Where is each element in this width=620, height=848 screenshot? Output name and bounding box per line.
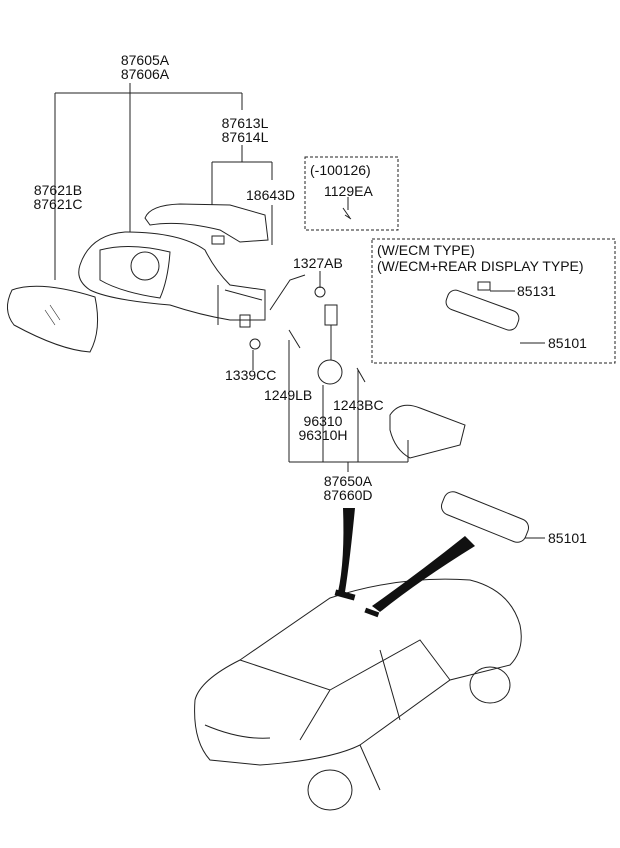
pointer-band-inside-mirror: [372, 536, 475, 612]
garnish-shape: [389, 404, 466, 459]
callout-87613l: 87613L: [221, 115, 269, 131]
callout-96310: 96310: [303, 413, 343, 429]
leader-1327ab: [269, 271, 321, 311]
ecm-variant-box: [371, 238, 616, 364]
camera-shape: [324, 304, 338, 360]
callout-85131: 85131: [517, 283, 556, 299]
nut-1327ab-shape: [314, 286, 326, 298]
callout-87606a: 87606A: [120, 66, 170, 82]
leader-scalp-cover: [211, 145, 273, 245]
pointer-band-outer-mirror: [338, 508, 355, 592]
callout-1249lb: 1249LB: [264, 387, 313, 403]
callout-1129ea: 1129EA: [324, 183, 373, 199]
mirror-housing-shape: [78, 231, 266, 321]
ecm-note-2: (W/ECM+REAR DISPLAY TYPE): [377, 258, 584, 274]
repeater-shape: [144, 203, 269, 243]
leader-garnish-assy: [288, 340, 409, 472]
callout-87650a: 87650A: [323, 473, 373, 489]
ecm-note-1: (W/ECM TYPE): [377, 242, 475, 258]
car-shape: [194, 578, 522, 811]
callout-87621c: 87621C: [33, 196, 83, 212]
screw-box-note: (-100126): [310, 162, 371, 178]
leader-mirror-assy: [54, 83, 243, 280]
callout-87621b: 87621B: [33, 182, 83, 198]
inside-mirror-shape: [440, 491, 530, 543]
callout-96310h: 96310H: [298, 427, 348, 443]
nut-1339cc-shape: [249, 338, 261, 350]
callout-85101: 85101: [548, 530, 587, 546]
mirror-glass-shape: [7, 285, 99, 353]
callout-18643d: 18643D: [246, 187, 296, 203]
callout-1327ab: 1327AB: [293, 255, 343, 271]
callout-87614l: 87614L: [221, 129, 269, 145]
callout-1339cc: 1339CC: [225, 367, 277, 383]
callout-1243bc: 1243BC: [333, 397, 384, 413]
callout-85101-ecm: 85101: [548, 335, 587, 351]
callout-87605a: 87605A: [120, 52, 170, 68]
callout-87660d: 87660D: [323, 487, 373, 503]
screw-variant-box: [304, 156, 399, 231]
ecm-mirror-shape: [445, 289, 520, 331]
